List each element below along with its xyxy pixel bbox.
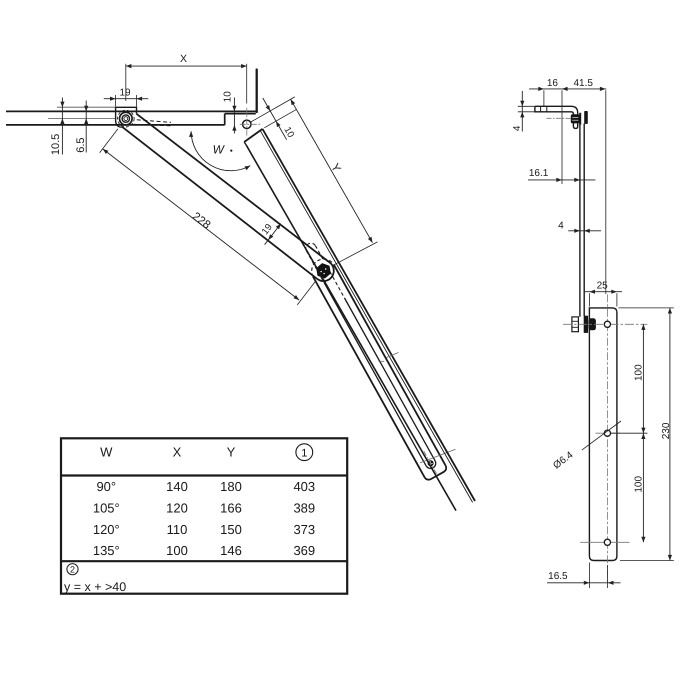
svg-text:180: 180	[220, 479, 242, 494]
svg-text:4: 4	[512, 125, 523, 131]
svg-text:110: 110	[167, 522, 188, 537]
svg-text:100: 100	[633, 364, 644, 381]
svg-text:X: X	[180, 53, 187, 65]
svg-text:4: 4	[558, 220, 564, 231]
svg-text:150: 150	[220, 522, 242, 537]
svg-text:230: 230	[661, 422, 672, 439]
svg-text:105°: 105°	[93, 500, 120, 515]
svg-text:1: 1	[301, 447, 307, 459]
svg-text:25: 25	[597, 281, 609, 292]
svg-text:W: W	[213, 143, 226, 157]
svg-text:120°: 120°	[93, 522, 120, 537]
svg-text:10: 10	[223, 91, 234, 103]
svg-text:y = x + >40: y = x + >40	[64, 580, 126, 594]
svg-text:16.1: 16.1	[529, 168, 549, 179]
svg-text:41.5: 41.5	[573, 78, 593, 89]
svg-text:X: X	[173, 445, 182, 460]
svg-text:16: 16	[547, 78, 559, 89]
svg-text:10: 10	[281, 125, 296, 140]
svg-text:389: 389	[293, 500, 315, 515]
svg-text:2: 2	[70, 564, 75, 574]
svg-text:146: 146	[220, 543, 242, 558]
svg-text:100: 100	[166, 543, 188, 558]
svg-text:W: W	[100, 445, 113, 460]
svg-text:373: 373	[293, 522, 315, 537]
svg-text:6.5: 6.5	[75, 137, 87, 152]
svg-text:120: 120	[166, 500, 188, 515]
svg-text:Y: Y	[227, 445, 236, 460]
svg-text:10.5: 10.5	[50, 134, 62, 155]
svg-text:140: 140	[166, 479, 188, 494]
svg-text:19: 19	[119, 87, 131, 98]
svg-text:369: 369	[293, 543, 315, 558]
svg-text:403: 403	[293, 479, 315, 494]
svg-text:100: 100	[633, 476, 644, 493]
svg-text:135°: 135°	[93, 543, 120, 558]
svg-text:166: 166	[220, 500, 242, 515]
svg-text:16.5: 16.5	[548, 571, 568, 582]
svg-text:90°: 90°	[96, 479, 116, 494]
